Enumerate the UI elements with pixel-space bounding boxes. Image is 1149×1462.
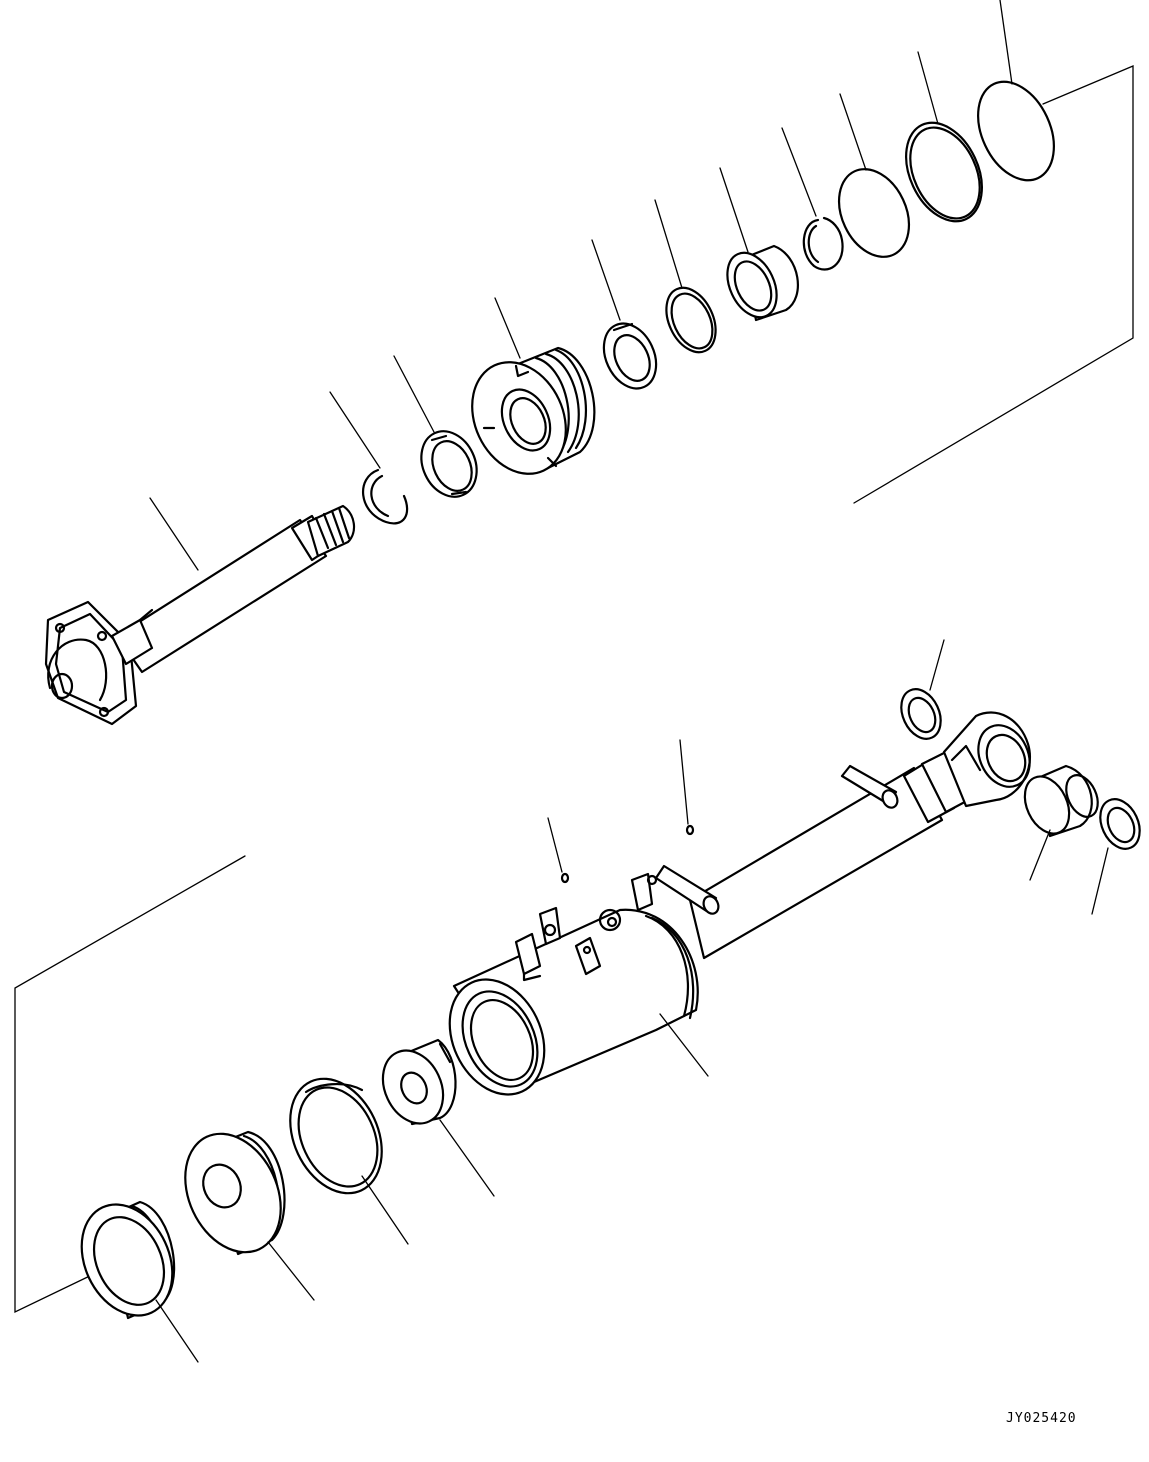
piston-nut[interactable] — [372, 1038, 457, 1133]
wear-ring[interactable] — [273, 1064, 400, 1208]
head-ring[interactable] — [594, 315, 666, 397]
end-dust-seal[interactable] — [894, 683, 949, 745]
bottom-dust-seal[interactable] — [1093, 793, 1148, 855]
leader-backup-ring — [917, 51, 939, 125]
small-snap-ring[interactable] — [802, 216, 844, 271]
piston-ring[interactable] — [64, 1190, 189, 1331]
leader-cylinder-head — [494, 297, 521, 359]
leader-wear-ring — [361, 1175, 409, 1245]
head-bushing[interactable] — [718, 244, 800, 325]
leader-rod-ring — [393, 355, 435, 433]
cylinder-tube[interactable] — [432, 711, 1040, 1109]
large-o-ring[interactable] — [963, 70, 1069, 193]
leader-piston — [267, 1241, 315, 1301]
leader-bottom-bushing — [1029, 829, 1051, 881]
leader-head-ring — [591, 239, 621, 321]
leader-rod-packing — [654, 199, 683, 289]
drawing-code-label: JY025420 — [1006, 1411, 1077, 1426]
rod-ring[interactable] — [411, 422, 487, 506]
grease-fitting-2[interactable] — [685, 824, 695, 836]
snap-ring[interactable] — [362, 468, 409, 525]
backup-ring[interactable] — [891, 111, 997, 234]
cylinder-head[interactable] — [455, 346, 596, 489]
leader-large-o-ring — [999, 0, 1013, 85]
bottom-bushing[interactable] — [1016, 764, 1104, 841]
leader-grease-fitting — [547, 817, 563, 873]
leader-small-snap-ring — [781, 127, 817, 217]
upper-frame-lines — [853, 65, 1134, 504]
leader-head-bushing — [719, 167, 749, 253]
leader-bottom-dust-seal — [1091, 847, 1109, 915]
grease-fitting[interactable] — [560, 872, 570, 884]
leader-grease-fitting-2 — [679, 739, 689, 825]
leader-cylinder-tube — [659, 1013, 709, 1077]
leader-end-dust-seal — [929, 639, 945, 691]
leader-piston-nut — [439, 1119, 495, 1197]
leader-rod — [149, 497, 199, 571]
lower-frame-lines — [14, 855, 246, 1314]
leader-o-ring — [839, 93, 867, 171]
rod-packing[interactable] — [657, 280, 726, 360]
piston[interactable] — [167, 1118, 299, 1268]
o-ring[interactable] — [826, 158, 923, 268]
piston-rod[interactable] — [44, 504, 356, 726]
leader-piston-ring — [155, 1299, 199, 1363]
leader-snap-ring — [329, 391, 381, 469]
